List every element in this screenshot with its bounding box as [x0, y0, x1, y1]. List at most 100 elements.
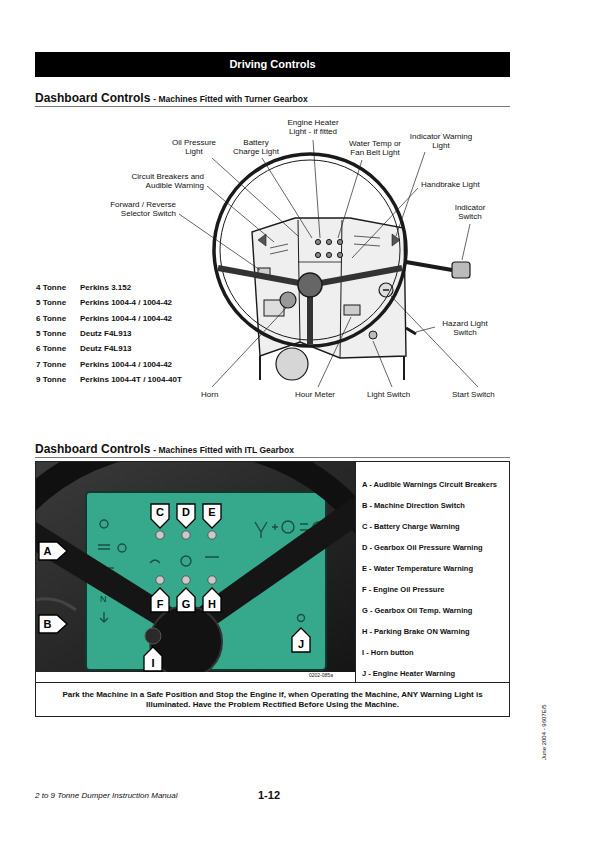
heading-rule: [35, 457, 510, 458]
callout-outline: [39, 615, 67, 633]
itl-dashboard-photo: [36, 462, 355, 672]
leader-lines: [179, 140, 478, 387]
callout-letter: C: [150, 503, 170, 520]
heading-rule: [35, 106, 510, 107]
label-holder: 4 Tonne: [36, 283, 66, 292]
label-holder: 0202-085a: [309, 673, 333, 679]
model-engine: Perkins 1004-4 / 1004-42: [80, 360, 172, 369]
label-holder: N: [100, 594, 107, 604]
legend-entry: B - Machine Direction Switch: [362, 496, 506, 517]
label-holder: Perkins 1004-4 / 1004-42: [80, 298, 172, 307]
label-holder: 9 Tonne: [36, 375, 66, 384]
part-label: Horn: [201, 390, 218, 399]
section-subheading: - Machines Fitted with ITL Gearbox: [153, 445, 294, 455]
callout-outline: [177, 504, 195, 528]
legend-list-box: A - Audible Warnings Circuit BreakersB -…: [356, 462, 510, 685]
label-holder: 7 Tonne: [36, 360, 66, 369]
legend-entry: E - Water Temperature Warning: [362, 559, 506, 580]
part-label: Hazard Light Switch: [438, 319, 492, 337]
model-tonnage: 4 Tonne: [36, 283, 66, 292]
callout-arrow: C: [150, 503, 170, 529]
legend-entry: G - Gearbox Oil Temp. Warning: [362, 601, 506, 622]
model-tonnage: 6 Tonne: [36, 344, 66, 353]
legend-entry: H - Parking Brake ON Warning: [362, 622, 506, 643]
callout-shape: [38, 614, 68, 634]
callout-arrow: D: [176, 503, 196, 529]
callout-arrow: G: [176, 587, 196, 613]
callout-outline: [151, 504, 169, 528]
callout-arrow: B: [38, 614, 68, 634]
part-label: Water Temp or Fan Belt Light: [345, 139, 405, 157]
part-label: Indicator Warning Light: [409, 132, 473, 150]
label-holder: 6 Tonne: [36, 314, 66, 323]
callout-outline: [203, 588, 221, 612]
legend-entry: D - Gearbox Oil Pressure Warning: [362, 538, 506, 559]
label-holder: Dashboard Controls- Machines Fitted with…: [35, 439, 294, 457]
callout-outline: [39, 542, 67, 560]
label-holder: Perkins 1004-4T / 1004-40T: [80, 375, 182, 384]
page-number: 1-12: [258, 789, 280, 802]
model-tonnage: 6 Tonne: [36, 314, 66, 323]
label-holder: Engine Heater Light - if fitted: [281, 118, 345, 136]
label-holder: Hazard Light Switch: [438, 319, 492, 337]
figure-number: 0202-085a: [309, 673, 333, 679]
legend-entry: J - Engine Heater Warning: [362, 664, 506, 685]
model-engine: Perkins 1004-4 / 1004-42: [80, 314, 172, 323]
label-holder: Handbrake Light: [421, 180, 480, 189]
legend-entry: C - Battery Charge Warning: [362, 517, 506, 538]
callout-letter: I: [143, 646, 163, 671]
table-frame: [36, 462, 510, 717]
callout-letter: G: [176, 587, 196, 612]
model-engine: Deutz F4L913: [80, 329, 132, 338]
callout-shape: [38, 541, 68, 561]
callout-letter: J: [291, 627, 311, 652]
label-holder: Deutz F4L913: [80, 329, 132, 338]
label-holder: Horn: [201, 390, 218, 399]
label-holder: Deutz F4L913: [80, 344, 132, 353]
callout-arrow: F: [150, 587, 170, 613]
callout-outline: [177, 588, 195, 612]
section-heading: Dashboard Controls: [35, 92, 150, 106]
callout-letter: B: [38, 614, 57, 634]
label-holder: Water Temp or Fan Belt Light: [345, 139, 405, 157]
label-holder: Perkins 3.152: [80, 283, 131, 292]
label-holder: 1-12: [258, 789, 280, 802]
callout-letter: A: [38, 541, 57, 561]
header-band: Driving Controls: [35, 52, 510, 77]
model-engine: Perkins 3.152: [80, 283, 131, 292]
label-holder: Circuit Breakers and Audible Warning: [118, 172, 204, 190]
part-label: Hour Meter: [295, 390, 335, 399]
label-holder: Indicator Warning Light: [409, 132, 473, 150]
part-label: Forward / Reverse Selector Switch: [98, 200, 176, 218]
model-tonnage: 7 Tonne: [36, 360, 66, 369]
callout-arrow: I: [143, 646, 163, 672]
label-holder: Perkins 1004-4 / 1004-42: [80, 360, 172, 369]
callout-arrow: H: [202, 587, 222, 613]
model-tonnage: 9 Tonne: [36, 375, 66, 384]
callout-arrow: J: [291, 627, 311, 653]
callout-letter: E: [202, 503, 222, 520]
callout-outline: [151, 588, 169, 612]
table-rule: [355, 462, 356, 682]
part-label: Handbrake Light: [421, 180, 480, 189]
label-holder: Indicator Switch: [448, 203, 492, 221]
part-label: Battery Charge Light: [231, 138, 281, 156]
label-holder: 2 to 9 Tonne Dumper Instruction Manual: [35, 791, 177, 800]
part-label: Light Switch: [367, 390, 410, 399]
band-title: Driving Controls: [35, 52, 510, 77]
label-holder: June 2004 - 9607E/5: [541, 704, 548, 760]
label-holder: Start Switch: [452, 390, 495, 399]
part-label: Oil Pressure Light: [168, 138, 220, 156]
callout-arrow: E: [202, 503, 222, 529]
label-holder: 6 Tonne: [36, 344, 66, 353]
part-label: Engine Heater Light - if fitted: [281, 118, 345, 136]
model-engine: Deutz F4L913: [80, 344, 132, 353]
callout-outline: [144, 647, 162, 671]
footer-title: 2 to 9 Tonne Dumper Instruction Manual: [35, 791, 177, 800]
callout-letter: F: [150, 587, 170, 612]
label-holder: Forward / Reverse Selector Switch: [98, 200, 176, 218]
warning-note: Park the Machine in a Safe Position and …: [36, 683, 509, 716]
callout-outline: [292, 628, 310, 652]
label-holder: Dashboard Controls- Machines Fitted with…: [35, 88, 308, 106]
